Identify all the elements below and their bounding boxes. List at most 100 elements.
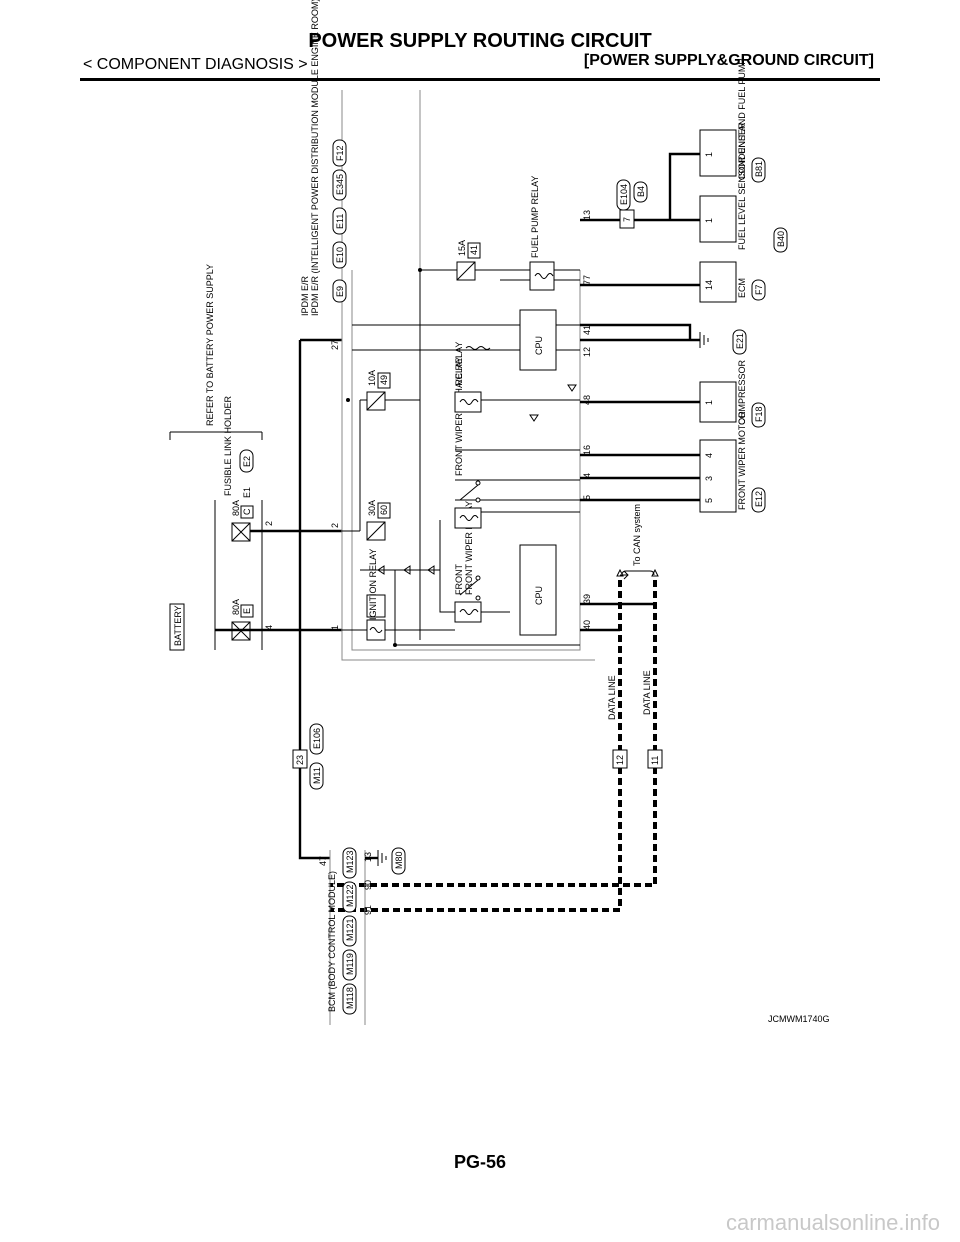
ac-relay — [454, 391, 482, 413]
wiper-motor-pin-5: 5 — [704, 498, 714, 503]
cpu-lower — [519, 544, 557, 636]
fuel-level-box — [699, 195, 737, 243]
ipdm-connector-f12: F12 — [335, 145, 345, 161]
ipdm-pin-40: 40 — [582, 620, 592, 630]
data-pin-12-box — [612, 749, 628, 769]
fuse-80a-e-rating: 80A — [231, 599, 241, 615]
fuse-10a-number: 49 — [379, 375, 389, 385]
joint-pin-23-box — [292, 749, 308, 769]
bcm-connector-m119: M119 — [345, 953, 355, 975]
watermark: carmanualsonline.info — [725, 1210, 940, 1235]
ipdm-pin-1: 1 — [330, 625, 340, 630]
data-line-label-1: DATA LINE — [607, 675, 617, 720]
ipdm-pin-5: 5 — [582, 495, 592, 500]
front-wiper-high-relay-label: FRONT WIPER HIGH RELAY — [454, 357, 464, 476]
bcm-connector-m123: M123 — [345, 850, 355, 873]
fusible-link-connector-e2-tag — [239, 449, 254, 473]
fuse-e-pin-4: 4 — [264, 625, 274, 630]
battery-label: BATTERY — [173, 605, 183, 646]
ecm-box — [699, 261, 737, 303]
bcm-pin-91: 91 — [363, 905, 373, 915]
fuel-pump-relay — [529, 261, 555, 291]
condenser-box — [699, 129, 737, 177]
joint-connector-e106: E106 — [312, 728, 322, 749]
category-label: [POWER SUPPLY&GROUND CIRCUIT] — [583, 52, 874, 69]
data-line-11 — [330, 580, 657, 887]
resistor — [465, 346, 491, 350]
ipdm-pin-41: 41 — [582, 325, 592, 335]
refer-note: REFER TO BATTERY POWER SUPPLY — [205, 264, 215, 426]
data-pin-11: 11 — [650, 756, 660, 765]
bcm-frame — [329, 850, 366, 1025]
ipdm-connector-e9: E9 — [335, 286, 345, 297]
ipdm-label-line1: IPDM E/R — [300, 275, 310, 316]
fuse-80a-e-letter: E — [242, 608, 252, 614]
fuse-15a-rating: 15A — [457, 240, 467, 256]
fuel-pump-relay-label: FUEL PUMP RELAY — [530, 176, 540, 258]
compressor-box — [699, 381, 737, 423]
ecm-pin-14: 14 — [704, 280, 714, 290]
ground-symbol-m80 — [377, 850, 387, 866]
ignition-relay-label: IGNITION RELAY — [368, 549, 378, 620]
compressor-pin-1: 1 — [704, 400, 714, 405]
inline-connector-pin-7: 7 — [622, 217, 632, 222]
page-number: PG-56 — [453, 1152, 507, 1172]
fusible-link-connector-e2: E2 — [242, 456, 252, 467]
ipdm-pin-27: 27 — [330, 340, 340, 350]
data-line-12 — [330, 580, 622, 912]
compressor-connector: F18 — [754, 406, 764, 422]
front-wiper-relay-label: FRONT WIPER RELAY — [464, 501, 474, 595]
bcm-pin-90: 90 — [363, 880, 373, 890]
fuse-80a-c-rating: 80A — [231, 500, 241, 516]
battery-box — [169, 603, 185, 651]
condenser-label: CONDENSER — [737, 122, 747, 180]
ipdm-pin-48: 48 — [582, 395, 592, 405]
inline-connector-7 — [619, 209, 635, 229]
wiper-motor-pin-4: 4 — [704, 453, 714, 458]
ac-diode — [529, 384, 577, 422]
ipdm-pin-39: 39 — [582, 594, 592, 604]
ipdm-connector-e10: E10 — [335, 247, 345, 263]
ground-e21-label: E21 — [735, 333, 745, 349]
ground-symbol-e21 — [699, 332, 709, 348]
fuse-c-pin-2: 2 — [264, 521, 274, 526]
ipdm-pin-16: 16 — [582, 445, 592, 455]
front-wiper-motor-label: FRONT WIPER MOTOR — [737, 411, 747, 510]
ipdm-pin-2: 2 — [330, 523, 340, 528]
data-line-label-2: DATA LINE — [642, 670, 652, 715]
front-wiper-relay-coil — [454, 601, 482, 623]
figure-code: JCMWM1740G — [768, 1014, 830, 1024]
front-wiper-relay-switch — [459, 579, 479, 596]
front-wiper-motor-connector: E12 — [754, 491, 764, 507]
fuse-80a-c-letter: C — [242, 508, 252, 515]
fusible-link-holder-frame — [214, 500, 263, 650]
joint-connector-m11: M11 — [312, 767, 322, 784]
bcm-connector-m118: M118 — [345, 987, 355, 1009]
ecm-label: ECM — [737, 278, 747, 298]
bcm-label: BCM (BODY CONTROL MODULE) — [327, 871, 337, 1012]
cpu-upper — [519, 309, 557, 371]
front-wiper-high-relay-coil — [454, 507, 482, 529]
ipdm-label: IPDM E/R (INTELLIGENT POWER DISTRIBUTION… — [310, 0, 320, 316]
condenser-connector: B81 — [754, 161, 764, 177]
joint-pin-23: 23 — [295, 755, 305, 765]
cpu-upper-label: CPU — [534, 336, 544, 355]
diode-3 — [427, 565, 435, 575]
wiper-motor-pin-3: 3 — [704, 476, 714, 481]
data-pin-11-box — [647, 749, 663, 769]
ipdm-pin-77: 77 — [582, 275, 592, 285]
fuse-30a-rating: 30A — [367, 500, 377, 516]
page-title: POWER SUPPLY ROUTING CIRCUIT — [308, 30, 652, 52]
data-pin-12: 12 — [615, 755, 625, 765]
front-wiper-high-relay-switch — [459, 484, 479, 501]
to-can-system-label: To CAN system — [632, 504, 642, 566]
fuel-level-connector: B40 — [776, 231, 786, 247]
ignition-relay-contact — [366, 594, 386, 618]
front-wiper-motor-box — [699, 439, 737, 513]
inline-connector-b4: B4 — [636, 186, 646, 197]
fuse-10a-rating: 10A — [367, 370, 377, 386]
bcm-pin-47: 47 — [318, 856, 328, 866]
diode-1 — [377, 565, 385, 575]
ipdm-connector-e11: E11 — [335, 214, 345, 229]
